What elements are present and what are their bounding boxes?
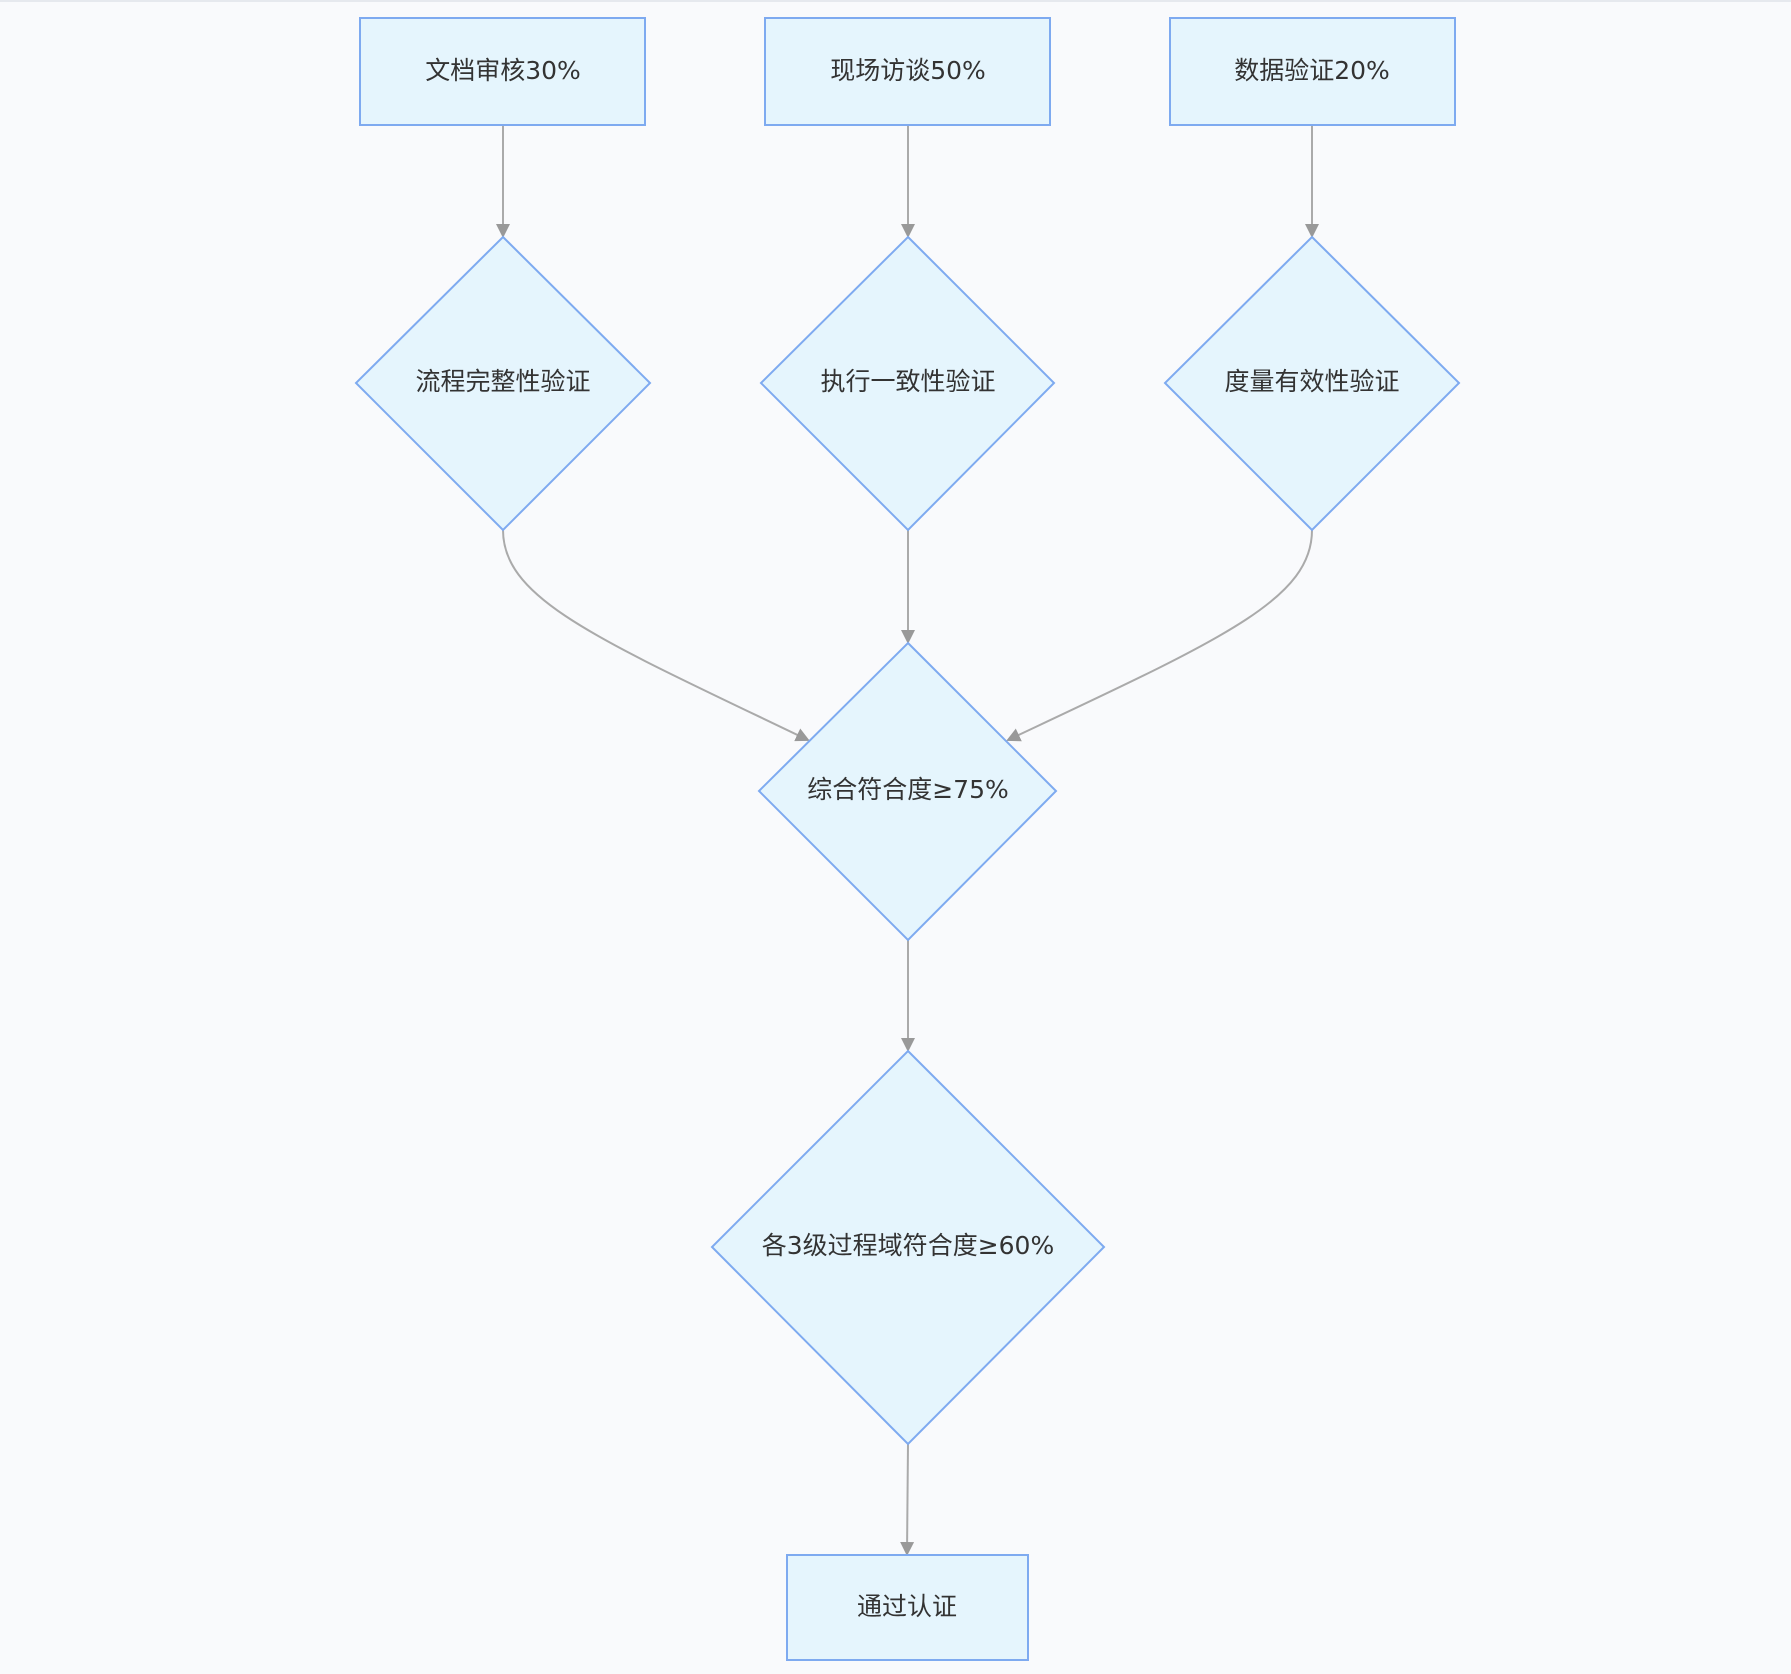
node-certified: 通过认证 <box>786 1554 1029 1661</box>
node-onsite-interview-box <box>764 17 1051 126</box>
node-process-completeness: 流程完整性验证 <box>354 235 652 532</box>
edge-level3-domain-compliance-to-certified <box>900 1443 915 1556</box>
edges <box>496 126 1319 1556</box>
node-metric-validity-diamond <box>1163 235 1461 532</box>
node-execution-consistency-label: 执行一致性验证 <box>820 367 995 396</box>
node-doc-review-label: 文档审核30% <box>425 56 581 85</box>
node-certified-box <box>786 1554 1029 1661</box>
node-metric-validity-label: 度量有效性验证 <box>1224 367 1399 396</box>
node-onsite-interview-label: 现场访谈50% <box>830 56 986 85</box>
node-data-verify-label: 数据验证20% <box>1234 56 1390 85</box>
node-overall-compliance: 综合符合度≥75% <box>757 641 1058 942</box>
node-level3-domain-compliance: 各3级过程域符合度≥60% <box>710 1049 1106 1446</box>
node-execution-consistency-diamond <box>759 235 1056 532</box>
node-level3-domain-compliance-label: 各3级过程域符合度≥60% <box>762 1231 1054 1260</box>
node-data-verify-box <box>1169 17 1456 126</box>
node-execution-consistency: 执行一致性验证 <box>759 235 1056 532</box>
node-level3-domain-compliance-diamond <box>710 1049 1106 1446</box>
node-data-verify: 数据验证20% <box>1169 17 1456 126</box>
node-overall-compliance-label: 综合符合度≥75% <box>807 775 1009 804</box>
node-doc-review-box <box>359 17 646 126</box>
node-process-completeness-label: 流程完整性验证 <box>415 367 590 396</box>
node-process-completeness-diamond <box>354 235 652 532</box>
edge-metric-validity-to-overall-compliance <box>1006 529 1313 742</box>
node-doc-review: 文档审核30% <box>359 17 646 126</box>
node-certified-label: 通过认证 <box>857 1592 957 1621</box>
node-metric-validity: 度量有效性验证 <box>1163 235 1461 532</box>
node-overall-compliance-diamond <box>757 641 1058 942</box>
node-onsite-interview: 现场访谈50% <box>764 17 1051 126</box>
edge-process-completeness-to-overall-compliance <box>502 529 810 742</box>
